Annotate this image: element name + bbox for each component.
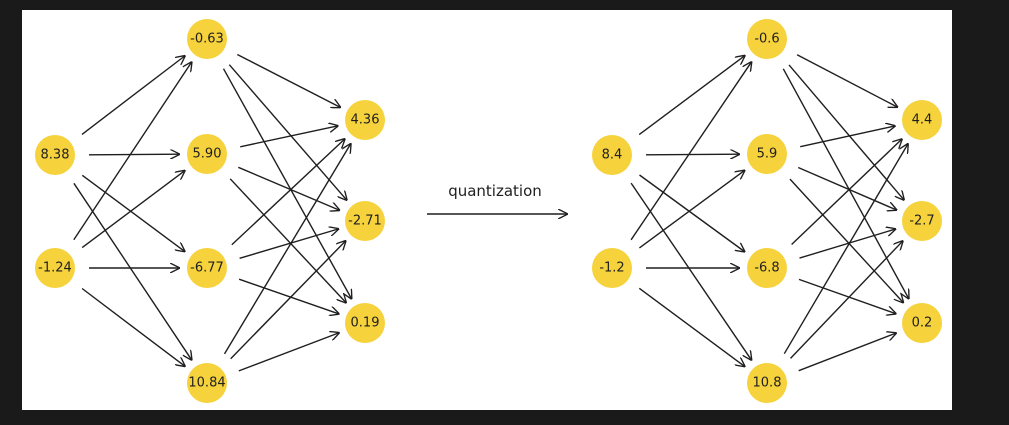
before-hidden-node-3-label: 10.84 — [188, 376, 225, 391]
after-output-node-0-circle — [902, 100, 942, 140]
after-edge-hidden-1-to-output-1 — [797, 166, 896, 210]
before-input-node-0: 8.38 — [35, 135, 75, 175]
after-edge-hidden-1-to-output-0 — [800, 126, 895, 148]
before-edge-hidden-0-to-output-2 — [222, 68, 352, 299]
after-edge-input-0-to-hidden-2 — [639, 174, 745, 252]
after-output-node-0-label: 4.4 — [912, 113, 933, 128]
before-output-node-0: 4.36 — [345, 100, 385, 140]
after-edge-hidden-2-to-output-2 — [798, 278, 896, 313]
after-hidden-node-0-label: -0.6 — [754, 32, 779, 47]
after-edge-hidden-0-to-output-0 — [796, 54, 897, 107]
after-hidden-node-3-label: 10.8 — [753, 376, 782, 391]
before-edge-input-0-to-hidden-1 — [88, 154, 179, 155]
before-output-node-1-label: -2.71 — [348, 214, 382, 229]
after-hidden-node-2-label: -6.8 — [754, 261, 779, 276]
before-hidden-node-1-circle — [187, 134, 227, 174]
after-edge-input-1-to-hidden-0 — [630, 62, 751, 241]
after-input-node-0-label: 8.4 — [602, 148, 623, 163]
after-edge-input-0-to-hidden-1 — [645, 154, 739, 155]
before-edge-hidden-0-to-output-0 — [236, 53, 340, 108]
before-edge-hidden-1-to-output-2 — [229, 178, 346, 303]
after-output-node-2: 0.2 — [902, 303, 942, 343]
edges-layer — [73, 53, 909, 372]
after-edge-input-0-to-hidden-3 — [630, 182, 751, 360]
before-edge-hidden-1-to-output-1 — [238, 166, 339, 210]
before-input-node-1: -1.24 — [35, 248, 75, 288]
after-output-node-2-label: 0.2 — [912, 316, 933, 331]
after-input-node-1-label: -1.2 — [599, 261, 624, 276]
before-output-node-0-label: 4.36 — [351, 113, 380, 128]
after-hidden-node-1: 5.9 — [747, 134, 787, 174]
after-edge-hidden-2-to-output-0 — [791, 139, 902, 246]
after-input-node-0: 8.4 — [592, 135, 632, 175]
before-edge-input-1-to-hidden-3 — [81, 287, 185, 367]
quantization-transform: quantization — [427, 182, 567, 214]
nodes-layer: 8.38 -1.24 -0.63 5.90 -6.77 10.84 4.36 -2.71 0.1… — [35, 19, 942, 403]
before-hidden-node-0: -0.63 — [187, 19, 227, 59]
after-hidden-node-3: 10.8 — [747, 363, 787, 403]
before-output-node-2-label: 0.19 — [351, 316, 380, 331]
before-edge-input-1-to-hidden-0 — [73, 62, 192, 241]
after-hidden-node-3-circle — [747, 363, 787, 403]
before-input-node-1-label: -1.24 — [38, 261, 72, 276]
after-edge-hidden-2-to-output-1 — [799, 229, 896, 259]
before-edge-hidden-2-to-output-0 — [231, 139, 345, 246]
before-hidden-node-0-label: -0.63 — [190, 32, 224, 47]
after-edge-hidden-3-to-output-0 — [783, 144, 908, 355]
before-edge-hidden-0-to-output-1 — [228, 64, 346, 200]
after-output-node-0: 4.4 — [902, 100, 942, 140]
before-output-node-1-circle — [345, 201, 385, 241]
before-edge-input-0-to-hidden-2 — [81, 174, 184, 251]
before-hidden-node-3-circle — [187, 363, 227, 403]
after-input-node-0-circle — [592, 135, 632, 175]
quantization-label: quantization — [448, 182, 542, 200]
after-output-node-1-label: -2.7 — [909, 214, 934, 229]
before-edge-hidden-1-to-output-0 — [240, 126, 337, 148]
after-hidden-node-0: -0.6 — [747, 19, 787, 59]
after-edge-hidden-3-to-output-2 — [798, 333, 896, 372]
after-output-node-1-circle — [902, 201, 942, 241]
before-edge-input-1-to-hidden-1 — [81, 171, 184, 249]
after-edge-input-1-to-hidden-1 — [638, 171, 744, 249]
before-hidden-node-2-circle — [187, 248, 227, 288]
before-hidden-node-3: 10.84 — [187, 363, 227, 403]
before-edge-hidden-2-to-output-2 — [238, 278, 339, 314]
after-edge-hidden-0-to-output-1 — [788, 64, 904, 200]
before-hidden-node-2: -6.77 — [187, 248, 227, 288]
before-input-node-1-circle — [35, 248, 75, 288]
after-output-node-1: -2.7 — [902, 201, 942, 241]
after-edge-hidden-3-to-output-1 — [789, 241, 903, 359]
before-hidden-node-1-label: 5.90 — [193, 147, 222, 162]
after-edge-input-1-to-hidden-3 — [638, 287, 744, 366]
after-hidden-node-0-circle — [747, 19, 787, 59]
after-hidden-node-2-circle — [747, 248, 787, 288]
after-hidden-node-1-circle — [747, 134, 787, 174]
before-output-node-1: -2.71 — [345, 201, 385, 241]
before-output-node-0-circle — [345, 100, 385, 140]
after-edge-input-0-to-hidden-0 — [638, 56, 744, 136]
after-input-node-1-circle — [592, 248, 632, 288]
before-hidden-node-0-circle — [187, 19, 227, 59]
before-output-node-2: 0.19 — [345, 303, 385, 343]
before-edge-hidden-3-to-output-2 — [238, 333, 339, 372]
before-input-node-0-label: 8.38 — [41, 148, 70, 163]
after-edge-hidden-1-to-output-2 — [789, 178, 903, 302]
after-output-node-2-circle — [902, 303, 942, 343]
before-output-node-2-circle — [345, 303, 385, 343]
after-hidden-node-1-label: 5.9 — [757, 147, 778, 162]
before-input-node-0-circle — [35, 135, 75, 175]
diagram-canvas: 8.38 -1.24 -0.63 5.90 -6.77 10.84 4.36 -2.71 0.1… — [22, 10, 952, 410]
before-edge-input-0-to-hidden-3 — [73, 182, 192, 359]
before-hidden-node-2-label: -6.77 — [190, 261, 224, 276]
after-edge-hidden-0-to-output-2 — [782, 68, 908, 299]
after-hidden-node-2: -6.8 — [747, 248, 787, 288]
after-input-node-1: -1.2 — [592, 248, 632, 288]
before-edge-hidden-3-to-output-1 — [230, 241, 346, 360]
before-hidden-node-1: 5.90 — [187, 134, 227, 174]
before-edge-input-0-to-hidden-0 — [81, 56, 185, 135]
neural-network-diagram: 8.38 -1.24 -0.63 5.90 -6.77 10.84 4.36 -2.71 0.1… — [35, 19, 942, 403]
before-edge-hidden-3-to-output-0 — [223, 144, 351, 355]
before-edge-hidden-2-to-output-1 — [239, 229, 339, 259]
